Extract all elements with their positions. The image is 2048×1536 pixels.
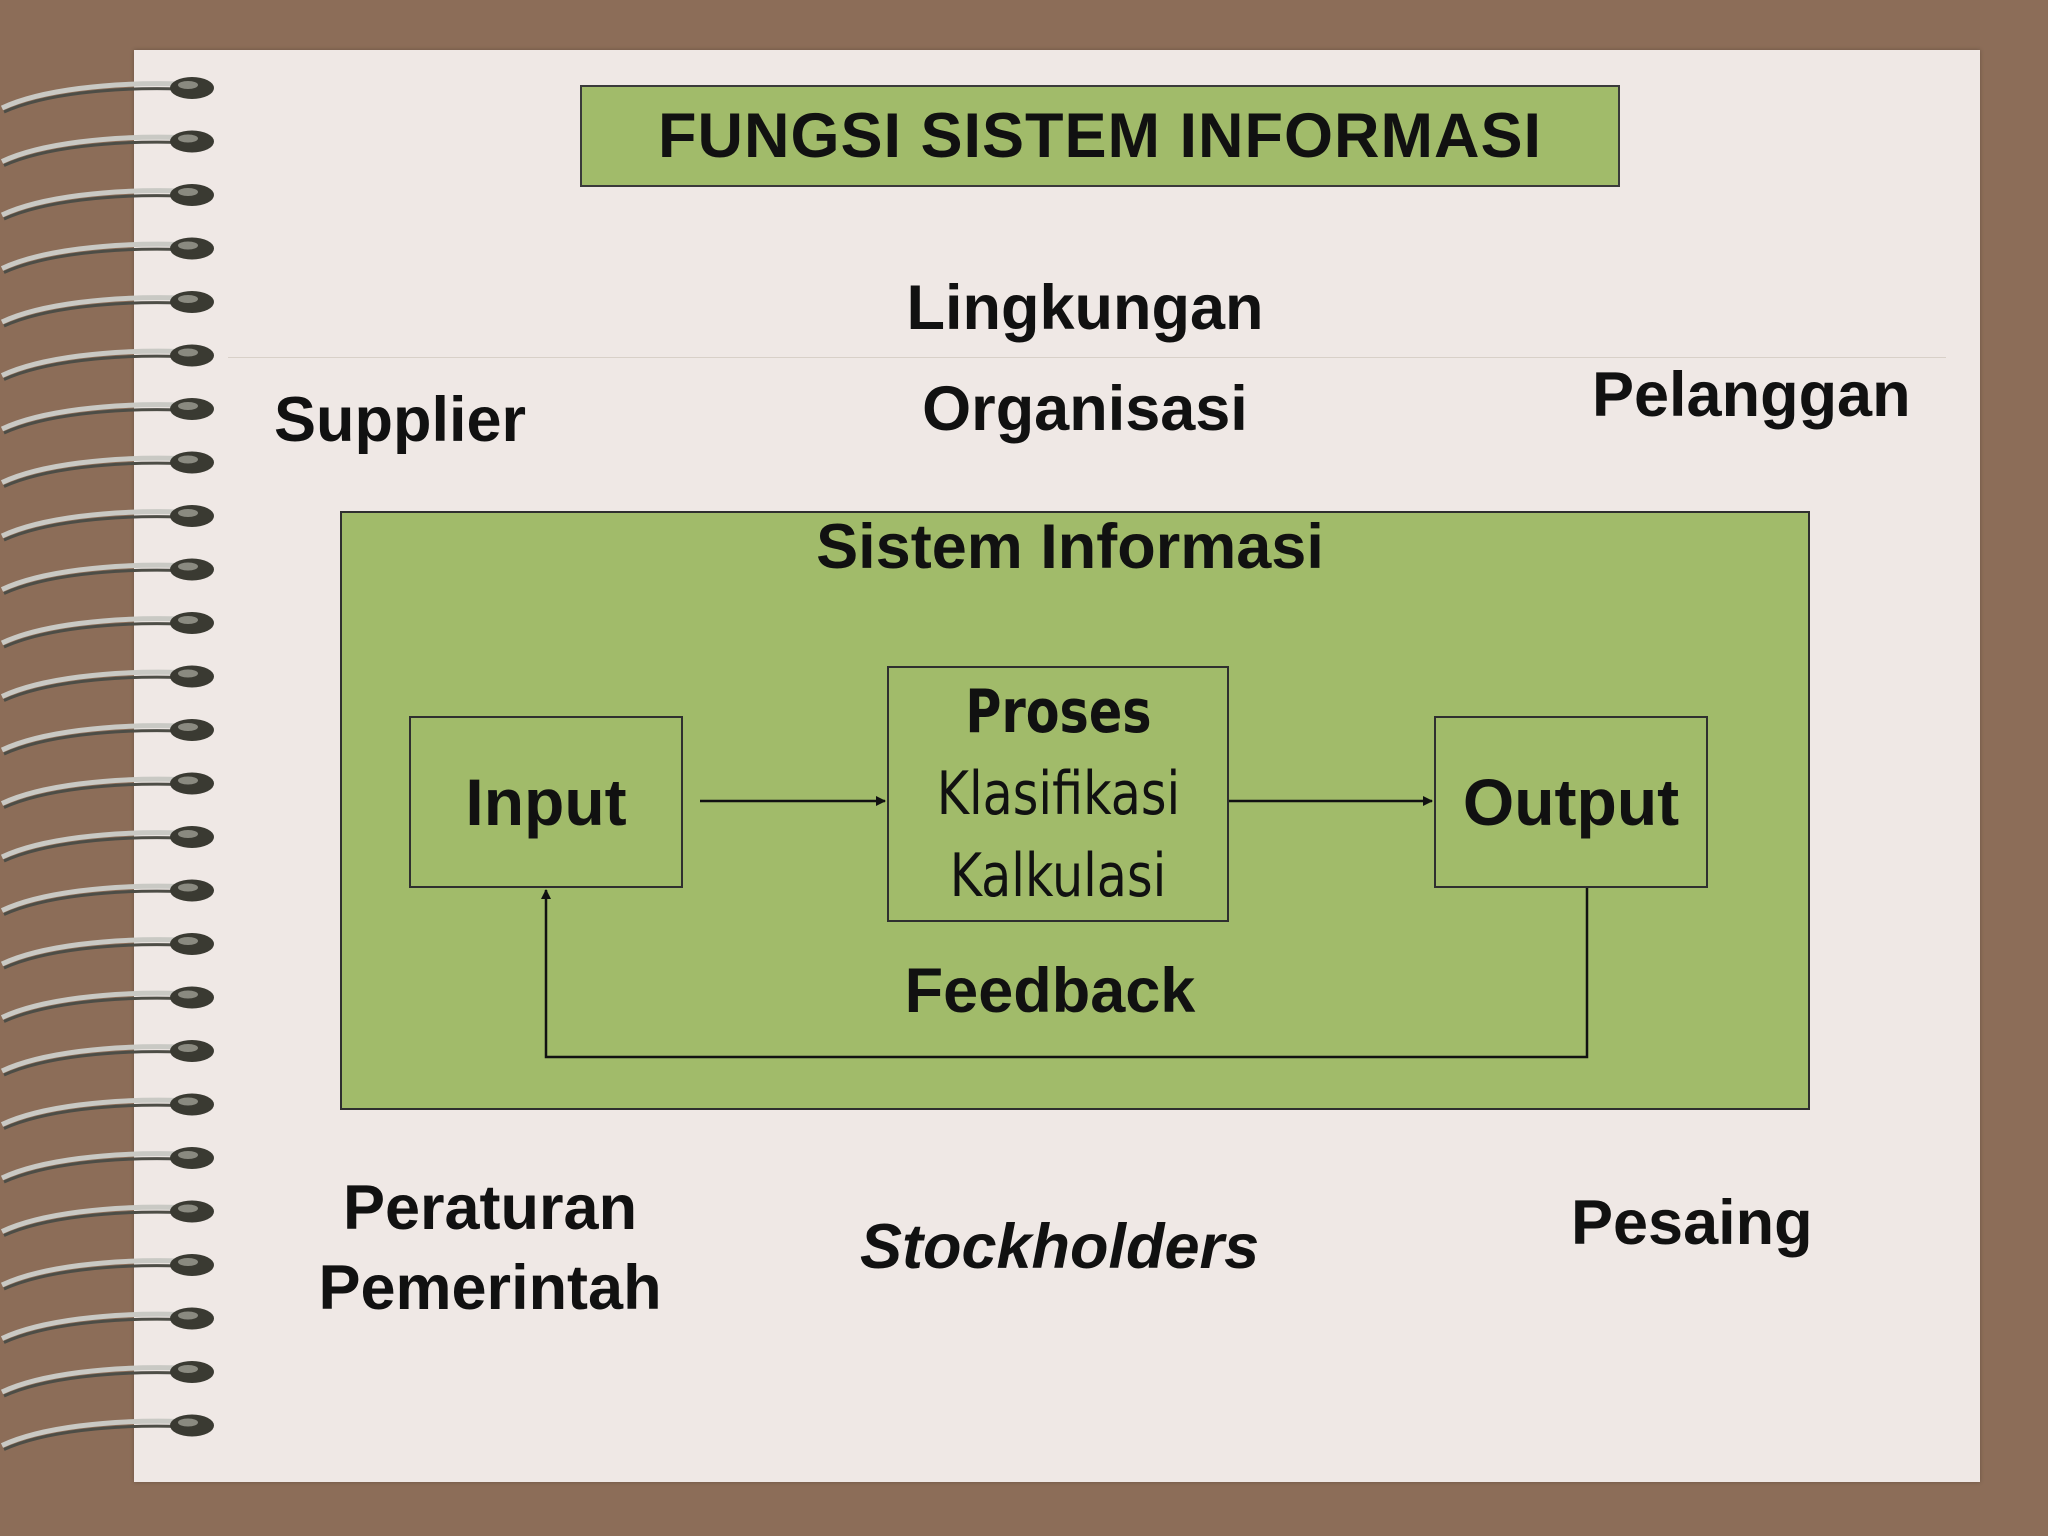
spiral-coil [0,398,214,435]
spiral-coil [0,1093,214,1130]
spiral-coil [0,505,214,542]
stockholders-label: Stockholders [860,1212,1260,1282]
spiral-coil [0,719,214,756]
proses-item-klasifikasi: Klasifikasi [936,759,1180,829]
spiral-coil [0,665,214,702]
spiral-coil [0,986,214,1023]
spiral-coil [0,1147,214,1184]
proses-item-kalkulasi: Kalkulasi [949,841,1167,911]
feedback-label: Feedback [904,956,1196,1026]
spiral-coil [0,1254,214,1291]
spiral-coil [0,130,214,167]
spiral-coil [0,1200,214,1237]
lingkungan-label: Lingkungan [906,273,1264,343]
spiral-binding-icon [0,77,214,1451]
spiral-coil [0,184,214,221]
peraturan-line1: Peraturan [342,1173,638,1243]
output-box: Output [1434,716,1708,888]
spiral-coil [0,558,214,595]
spiral-coil [0,612,214,649]
spiral-coil [0,933,214,970]
spiral-coil [0,772,214,809]
supplier-label: Supplier [274,385,527,455]
spiral-coil [0,237,214,274]
spiral-coil [0,1307,214,1344]
spiral-coil [0,344,214,381]
output-label: Output [1462,765,1680,839]
slide-title: FUNGSI SISTEM INFORMASI [657,101,1543,171]
spiral-coil [0,451,214,488]
spiral-coil [0,291,214,328]
spiral-coil [0,1361,214,1398]
proses-box: Proses Klasifikasi Kalkulasi [887,666,1229,922]
peraturan-line2: Pemerintah [318,1253,662,1323]
pesaing-label: Pesaing [1571,1188,1813,1258]
spiral-coil [0,879,214,916]
input-label: Input [465,765,627,839]
pelanggan-label: Pelanggan [1592,360,1911,430]
proses-title: Proses [964,677,1152,747]
environment-divider [228,357,1946,358]
spiral-coil [0,77,214,114]
peraturan-pemerintah-label: Peraturan Pemerintah [290,1168,690,1328]
title-box: FUNGSI SISTEM INFORMASI [580,85,1620,187]
spiral-coil [0,826,214,863]
input-box: Input [409,716,683,888]
sistem-informasi-title: Sistem Informasi [816,512,1324,582]
spiral-coil [0,1040,214,1077]
organisasi-label: Organisasi [922,374,1248,444]
spiral-coil [0,1414,214,1451]
